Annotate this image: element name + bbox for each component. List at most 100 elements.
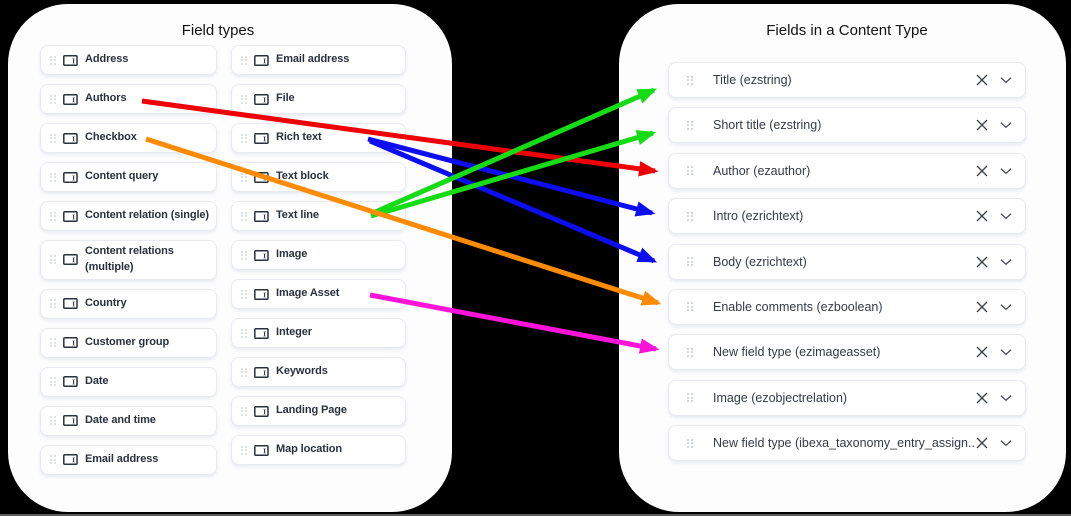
field-type-label: Content relations (multiple) bbox=[85, 245, 174, 273]
drag-handle-icon[interactable] bbox=[241, 406, 247, 416]
field-type-card[interactable]: Text block bbox=[231, 162, 406, 192]
content-type-field-row[interactable]: Short title (ezstring) bbox=[668, 107, 1026, 144]
field-input-icon bbox=[63, 93, 78, 106]
field-type-label: Checkbox bbox=[85, 131, 137, 144]
field-type-card[interactable]: Content relations (multiple) bbox=[40, 240, 217, 280]
drag-handle-icon[interactable] bbox=[50, 377, 56, 387]
chevron-down-icon[interactable] bbox=[1000, 73, 1012, 87]
field-type-card[interactable]: Rich text bbox=[231, 123, 406, 153]
drag-handle-icon[interactable] bbox=[241, 172, 247, 182]
drag-handle-icon[interactable] bbox=[241, 445, 247, 455]
field-type-card[interactable]: Authors bbox=[40, 84, 217, 114]
content-field-label: Enable comments (ezboolean) bbox=[713, 299, 883, 314]
x-icon[interactable] bbox=[976, 73, 988, 87]
drag-handle-icon[interactable] bbox=[241, 328, 247, 338]
chevron-down-icon[interactable] bbox=[1000, 391, 1012, 405]
x-icon[interactable] bbox=[976, 436, 988, 450]
field-input-icon bbox=[254, 249, 269, 262]
content-type-field-row[interactable]: Image (ezobjectrelation) bbox=[668, 379, 1026, 416]
chevron-down-icon[interactable] bbox=[1000, 118, 1012, 132]
x-icon[interactable] bbox=[976, 118, 988, 132]
field-type-card[interactable]: Keywords bbox=[231, 357, 406, 387]
drag-handle-icon[interactable] bbox=[687, 257, 693, 267]
field-input-icon bbox=[254, 210, 269, 223]
x-icon[interactable] bbox=[976, 209, 988, 223]
content-type-field-row[interactable]: Intro (ezrichtext) bbox=[668, 198, 1026, 235]
chevron-down-icon[interactable] bbox=[1000, 164, 1012, 178]
drag-handle-icon[interactable] bbox=[241, 55, 247, 65]
drag-handle-icon[interactable] bbox=[687, 393, 693, 403]
content-type-field-row[interactable]: New field type (ibexa_taxonomy_entry_ass… bbox=[668, 425, 1026, 462]
field-type-card[interactable]: Map location bbox=[231, 435, 406, 465]
drag-handle-icon[interactable] bbox=[241, 250, 247, 260]
field-input-icon bbox=[254, 366, 269, 379]
field-type-card[interactable]: Checkbox bbox=[40, 123, 217, 153]
drag-handle-icon[interactable] bbox=[241, 133, 247, 143]
field-type-label: Date bbox=[85, 374, 109, 387]
field-input-icon bbox=[63, 453, 78, 466]
field-type-label: Keywords bbox=[276, 365, 328, 378]
drag-handle-icon[interactable] bbox=[50, 172, 56, 182]
content-type-field-row[interactable]: Title (ezstring) bbox=[668, 62, 1026, 98]
x-icon[interactable] bbox=[976, 345, 988, 359]
drag-handle-icon[interactable] bbox=[50, 55, 56, 65]
field-type-card[interactable]: Customer group bbox=[40, 327, 217, 358]
field-type-card[interactable]: Date and time bbox=[40, 405, 217, 436]
drag-handle-icon[interactable] bbox=[50, 416, 56, 426]
drag-handle-icon[interactable] bbox=[687, 166, 693, 176]
field-type-card[interactable]: Integer bbox=[231, 318, 406, 348]
drag-handle-icon[interactable] bbox=[50, 255, 56, 265]
field-type-card[interactable]: Content query bbox=[40, 162, 217, 192]
drag-handle-icon[interactable] bbox=[687, 75, 693, 85]
drag-handle-icon[interactable] bbox=[50, 338, 56, 348]
field-type-label: Image Asset bbox=[276, 287, 340, 300]
x-icon[interactable] bbox=[976, 164, 988, 178]
drag-handle-icon[interactable] bbox=[50, 211, 56, 221]
drag-handle-icon[interactable] bbox=[241, 94, 247, 104]
drag-handle-icon[interactable] bbox=[241, 289, 247, 299]
field-type-card[interactable]: Content relation (single) bbox=[40, 201, 217, 231]
chevron-down-icon[interactable] bbox=[1000, 209, 1012, 223]
field-input-icon bbox=[63, 132, 78, 145]
content-type-field-row[interactable]: Author (ezauthor) bbox=[668, 152, 1026, 189]
chevron-down-icon[interactable] bbox=[1000, 300, 1012, 314]
field-type-label: Content query bbox=[85, 170, 159, 183]
field-type-label: Content relation (single) bbox=[85, 209, 210, 222]
drag-handle-icon[interactable] bbox=[687, 438, 693, 448]
content-field-label: Author (ezauthor) bbox=[713, 163, 811, 178]
drag-handle-icon[interactable] bbox=[687, 120, 693, 130]
drag-handle-icon[interactable] bbox=[241, 367, 247, 377]
drag-handle-icon[interactable] bbox=[50, 299, 56, 309]
field-type-card[interactable]: Landing Page bbox=[231, 396, 406, 426]
chevron-down-icon[interactable] bbox=[1000, 345, 1012, 359]
content-field-label: New field type (ibexa_taxonomy_entry_ass… bbox=[713, 436, 976, 451]
drag-handle-icon[interactable] bbox=[687, 302, 693, 312]
content-field-label: Short title (ezstring) bbox=[713, 118, 822, 133]
field-type-card[interactable]: Email address bbox=[40, 444, 217, 475]
drag-handle-icon[interactable] bbox=[50, 455, 56, 465]
x-icon[interactable] bbox=[976, 391, 988, 405]
drag-handle-icon[interactable] bbox=[687, 211, 693, 221]
field-type-card[interactable]: Image Asset bbox=[231, 279, 406, 309]
chevron-down-icon[interactable] bbox=[1000, 436, 1012, 450]
drag-handle-icon[interactable] bbox=[687, 347, 693, 357]
content-type-field-row[interactable]: Body (ezrichtext) bbox=[668, 243, 1026, 280]
field-type-card[interactable]: Email address bbox=[231, 45, 406, 75]
field-type-card[interactable]: Image bbox=[231, 240, 406, 270]
field-type-card[interactable]: Country bbox=[40, 288, 217, 319]
field-type-card[interactable]: Address bbox=[40, 45, 217, 75]
field-type-label: Email address bbox=[276, 53, 350, 66]
x-icon[interactable] bbox=[976, 255, 988, 269]
chevron-down-icon[interactable] bbox=[1000, 255, 1012, 269]
field-type-card[interactable]: File bbox=[231, 84, 406, 114]
drag-handle-icon[interactable] bbox=[241, 211, 247, 221]
x-icon[interactable] bbox=[976, 300, 988, 314]
content-type-field-row[interactable]: Enable comments (ezboolean) bbox=[668, 288, 1026, 325]
drag-handle-icon[interactable] bbox=[50, 94, 56, 104]
field-type-label: Image bbox=[276, 248, 308, 261]
content-type-field-row[interactable]: New field type (ezimageasset) bbox=[668, 334, 1026, 371]
drag-handle-icon[interactable] bbox=[50, 133, 56, 143]
field-type-card[interactable]: Text line bbox=[231, 201, 406, 231]
field-type-label: Authors bbox=[85, 92, 127, 105]
field-type-card[interactable]: Date bbox=[40, 366, 217, 397]
